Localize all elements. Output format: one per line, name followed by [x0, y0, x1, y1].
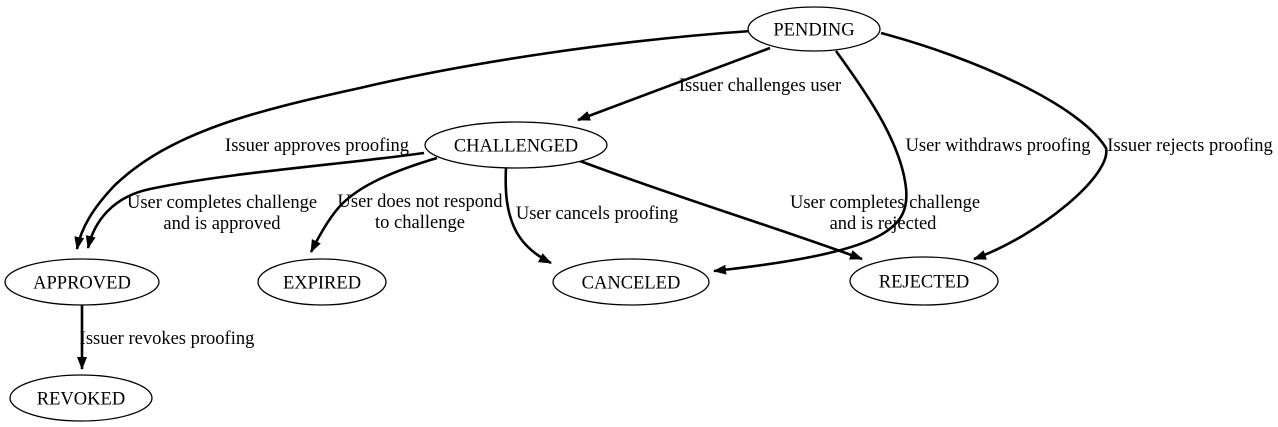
node-challenged-label: CHALLENGED: [454, 137, 578, 157]
edge-challenged-to-expired: [309, 156, 438, 253]
edge-label-no-respond-line2: to challenge: [375, 213, 465, 233]
edge-label-issuer-challenges-user: Issuer challenges user: [679, 76, 841, 96]
edge-label-completes-challenge-approved-line2: and is approved: [163, 214, 281, 234]
node-pending-label: PENDING: [773, 21, 854, 41]
node-canceled: CANCELED: [552, 258, 710, 306]
edge-label-group: Issuer challenges user Issuer approves p…: [80, 76, 1273, 349]
edge-label-user-withdraws-proofing: User withdraws proofing: [906, 136, 1091, 156]
edge-label-issuer-approves-proofing: Issuer approves proofing: [225, 136, 409, 156]
node-challenged: CHALLENGED: [424, 121, 608, 169]
node-approved-label: APPROVED: [33, 274, 131, 294]
node-expired: EXPIRED: [257, 258, 387, 306]
node-expired-ellipse: [257, 258, 387, 306]
node-rejected-ellipse: [849, 256, 999, 306]
edge-challenged-to-rejected: [579, 159, 863, 261]
edge-group: [74, 29, 1108, 370]
edge-challenged-to-canceled: [504, 166, 552, 265]
edge-pending-to-challenged: [577, 46, 771, 122]
node-canceled-label: CANCELED: [582, 274, 681, 294]
node-revoked-label: REVOKED: [37, 390, 125, 410]
edge-label-user-cancels-proofing: User cancels proofing: [516, 204, 678, 224]
node-revoked: REVOKED: [9, 374, 153, 422]
node-pending: PENDING: [747, 6, 881, 52]
edge-label-issuer-revokes-proofing: Issuer revokes proofing: [80, 329, 255, 349]
node-rejected: REJECTED: [849, 256, 999, 306]
edge-label-completes-challenge-rejected-line2: and is rejected: [830, 214, 938, 234]
node-challenged-ellipse: [424, 121, 608, 169]
edge-label-completes-challenge-rejected-line1: User completes challenge: [790, 193, 980, 213]
edge-pending-to-approved: [74, 29, 752, 250]
edge-pending-to-rejected: [880, 31, 1108, 261]
node-pending-ellipse: [747, 6, 881, 52]
node-canceled-ellipse: [552, 258, 710, 306]
node-rejected-label: REJECTED: [879, 273, 969, 293]
node-approved: APPROVED: [4, 258, 160, 306]
node-group: PENDING CHALLENGED APPROVED EXPIRED CANC…: [4, 6, 999, 422]
edge-pending-to-canceled: [713, 50, 908, 275]
edge-label-issuer-rejects-proofing: Issuer rejects proofing: [1107, 136, 1272, 156]
edge-label-completes-challenge-approved-line1: User completes challenge: [127, 193, 317, 213]
edge-challenged-to-approved: [85, 151, 425, 249]
edge-label-no-respond-line1: User does not respond: [338, 192, 504, 212]
node-revoked-ellipse: [9, 374, 153, 422]
node-expired-label: EXPIRED: [283, 274, 361, 294]
node-approved-ellipse: [4, 258, 160, 306]
